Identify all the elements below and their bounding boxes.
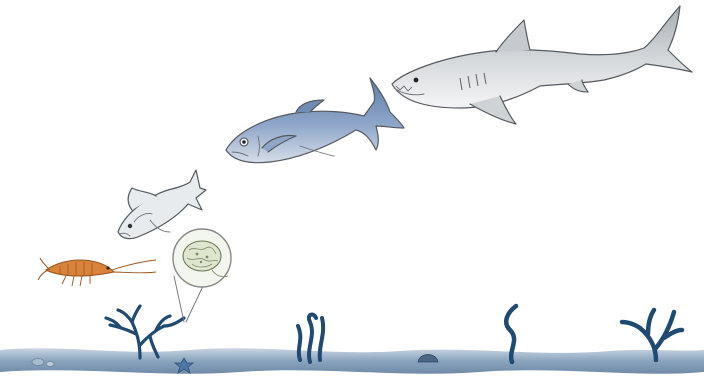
seabed: [0, 348, 704, 373]
coral-icon: [106, 306, 184, 358]
pebble: [46, 362, 54, 367]
tuna-icon: [226, 78, 404, 163]
seabed-band: [0, 348, 704, 373]
krill-icon: [38, 258, 156, 286]
plankton-magnifier: [173, 229, 231, 322]
shark-icon: [392, 6, 692, 124]
small-fish-icon: [118, 170, 206, 239]
pebble: [32, 359, 44, 366]
